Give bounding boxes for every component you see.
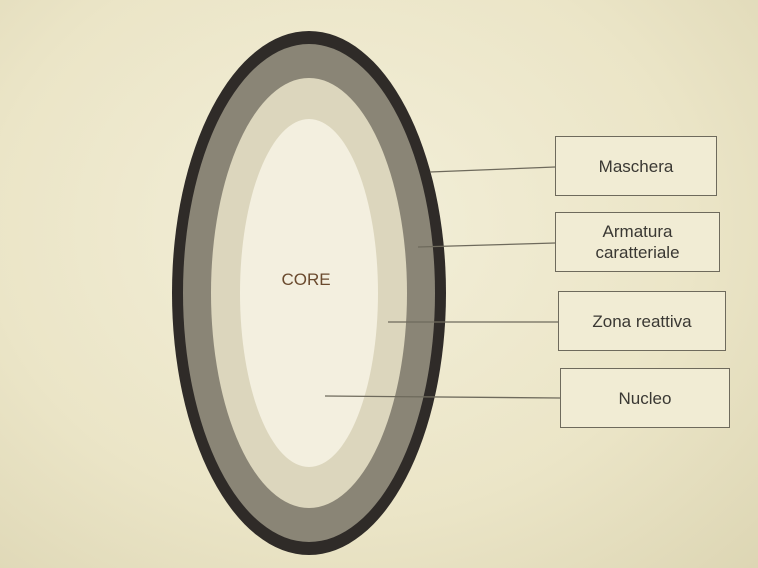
- connector-armatura: [417, 242, 556, 248]
- core-label: CORE: [281, 270, 331, 289]
- connector-maschera: [429, 166, 556, 173]
- label-armatura: Armatura caratteriale: [555, 212, 720, 272]
- core-ellipse: [240, 119, 378, 467]
- label-maschera: Maschera: [555, 136, 717, 196]
- connector-nucleo: [324, 395, 561, 399]
- label-nucleo: Nucleo: [560, 368, 730, 428]
- label-zona-reattiva: Zona reattiva: [558, 291, 726, 351]
